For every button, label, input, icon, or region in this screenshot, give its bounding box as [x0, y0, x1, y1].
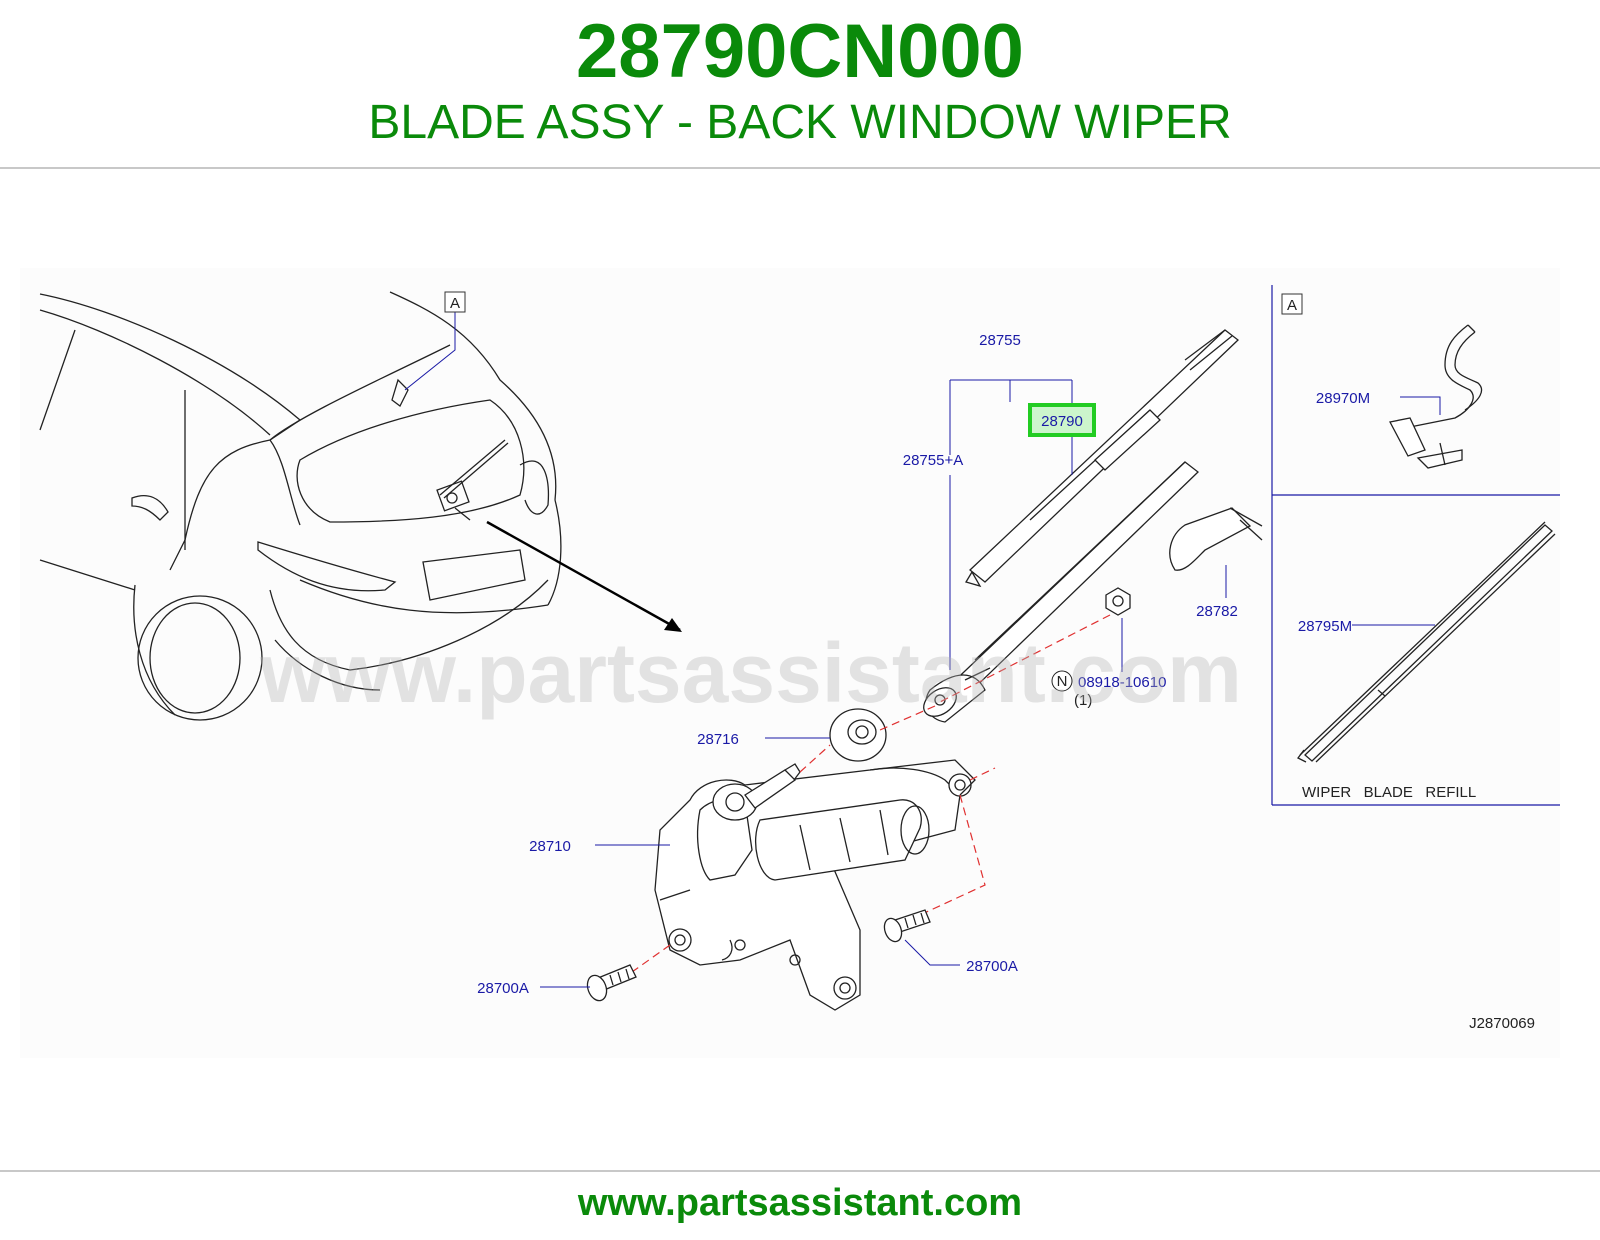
footer-divider — [0, 1170, 1600, 1172]
footer-url[interactable]: www.partsassistant.com — [577, 1182, 1023, 1224]
diagram-code: J2870069 — [1469, 1015, 1535, 1032]
quantity-label: (1) — [1074, 692, 1092, 709]
nut-illustration — [1105, 587, 1131, 616]
callout-28782[interactable]: 28782 — [1196, 603, 1238, 620]
callout-28755-a[interactable]: 28755+A — [903, 452, 963, 469]
part-title: BLADE ASSY - BACK WINDOW WIPER — [368, 96, 1232, 149]
parts-diagram: A — [0, 250, 1600, 1080]
callout-leaders — [540, 379, 1441, 988]
callout-28795m[interactable]: 28795M — [1298, 618, 1352, 635]
inset-reference-box-a — [1281, 293, 1303, 315]
callout-28755[interactable]: 28755 — [979, 332, 1021, 349]
part-number: 28790CN000 — [576, 9, 1024, 94]
n-marker-circle — [1051, 670, 1073, 692]
callout-28710[interactable]: 28710 — [529, 838, 571, 855]
vehicle-rear-illustration — [39, 291, 682, 721]
bolt-left-illustration — [586, 964, 637, 1002]
callout-28970m[interactable]: 28970M — [1316, 390, 1370, 407]
n-marker-label: N — [1057, 673, 1068, 690]
callout-28700a-left[interactable]: 28700A — [477, 980, 529, 997]
callout-28716[interactable]: 28716 — [697, 731, 739, 748]
wiper-cap-illustration — [1169, 507, 1263, 571]
callout-08918-10610[interactable]: 08918-10610 — [1078, 674, 1166, 691]
callout-28790[interactable]: 28790 — [1041, 413, 1083, 430]
highlighted-part-box — [1028, 403, 1096, 437]
inset-panel — [1271, 285, 1560, 806]
diagram-canvas: A — [20, 268, 1560, 1058]
watermark-text: www.partsassistant.com — [259, 626, 1242, 720]
header: 28790CN000 BLADE ASSY - BACK WINDOW WIPE… — [0, 0, 1600, 168]
wiper-blade-illustration — [965, 329, 1239, 588]
reference-label-a: A — [450, 295, 460, 312]
wiper-motor-illustration — [654, 759, 976, 1011]
bolt-right-illustration — [883, 909, 931, 943]
callout-28700a-right[interactable]: 28700A — [966, 958, 1018, 975]
header-divider — [0, 167, 1600, 169]
pivot-cap-illustration — [829, 708, 887, 762]
inset-reference-label-a: A — [1287, 297, 1297, 314]
reference-box-a — [444, 291, 466, 313]
inset-caption: WIPER BLADE REFILL — [1302, 784, 1476, 801]
